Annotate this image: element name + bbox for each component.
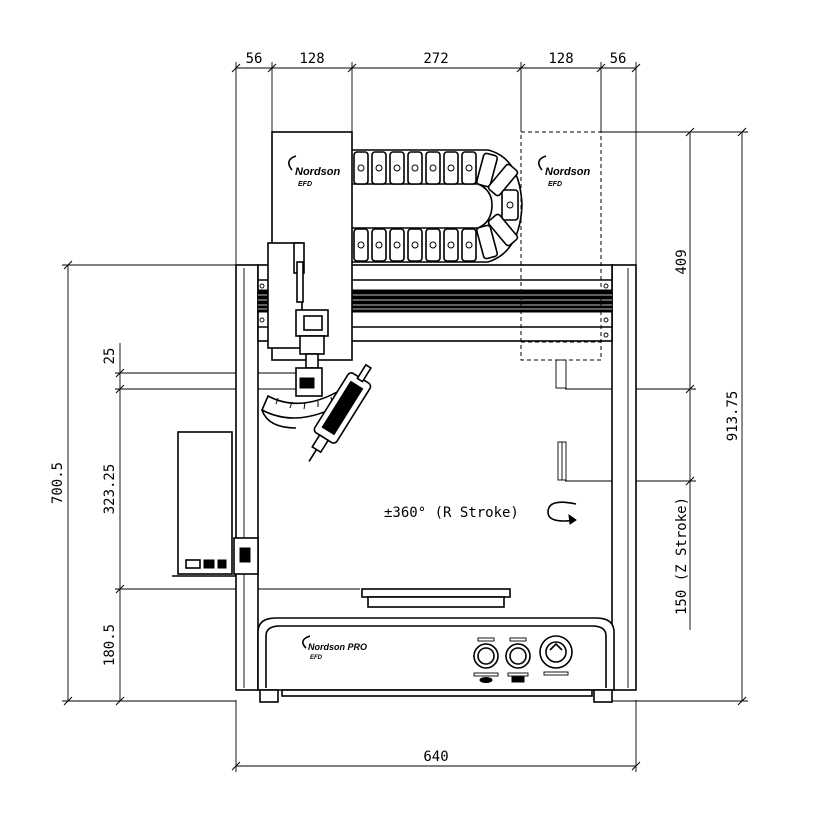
dim-top-128-left: 128	[299, 51, 324, 67]
rotary-head-assembly	[260, 363, 373, 462]
head-carriage: Nordson EFD	[267, 131, 353, 369]
dim-top-272: 272	[423, 51, 448, 67]
dim-top-128-right: 128	[548, 51, 573, 67]
carriage-brand-logo: Nordson	[295, 166, 341, 178]
dim-top-56-right: 56	[610, 51, 627, 67]
dim-left-700: 700.5	[50, 462, 66, 504]
head-carriage-phantom: Nordson EFD	[520, 131, 602, 481]
top-dimension-lines	[231, 62, 641, 265]
bottom-dimension-line	[231, 700, 641, 772]
dim-z-stroke: 150 (Z Stroke)	[674, 497, 690, 615]
dim-left-180: 180.5	[102, 624, 118, 666]
left-dimension-lines	[62, 260, 360, 706]
base-model-logo: Nordson PRO	[308, 642, 367, 652]
dim-left-323: 323.25	[102, 464, 118, 515]
robot-base: Nordson PRO EFD	[257, 617, 615, 703]
controller-box	[172, 431, 259, 577]
dim-overall-width: 640	[423, 749, 448, 765]
base-brand-sub: EFD	[310, 655, 323, 661]
cable-chain	[352, 149, 523, 263]
dim-left-25: 25	[102, 348, 118, 365]
rotation-label: ±360° (R Stroke)	[384, 505, 519, 521]
phantom-brand-sub: EFD	[548, 181, 562, 188]
dim-top-56-left: 56	[246, 51, 263, 67]
rotation-arrow-icon	[547, 501, 577, 522]
work-plate	[361, 588, 511, 608]
rotation-arrowhead-icon	[568, 513, 577, 525]
carriage-brand-sub: EFD	[298, 181, 312, 188]
phantom-brand-logo: Nordson	[545, 166, 591, 178]
dim-right-409: 409	[674, 249, 690, 274]
dim-right-913: 913.75	[725, 391, 741, 442]
